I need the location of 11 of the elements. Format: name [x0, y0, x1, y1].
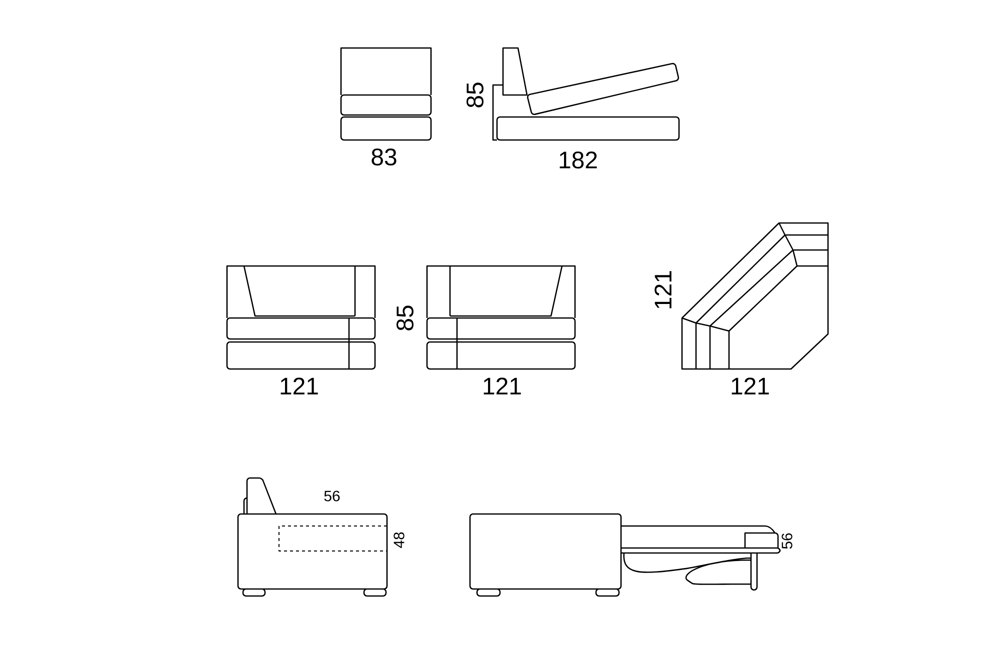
- dimension-label: 121: [654, 271, 672, 308]
- dimension-label: 121: [484, 378, 521, 394]
- dimension-label: 182: [560, 152, 597, 168]
- dimension-label: 83: [372, 148, 396, 166]
- dimension-label: 121: [732, 378, 769, 394]
- dimension-label: 85: [396, 306, 414, 330]
- dimension-label: 121: [280, 378, 318, 394]
- dimension-label: 85: [466, 82, 484, 108]
- dimension-label: 56: [782, 533, 792, 549]
- dimension-label: 56: [324, 490, 340, 502]
- dimension-label: 48: [394, 532, 404, 548]
